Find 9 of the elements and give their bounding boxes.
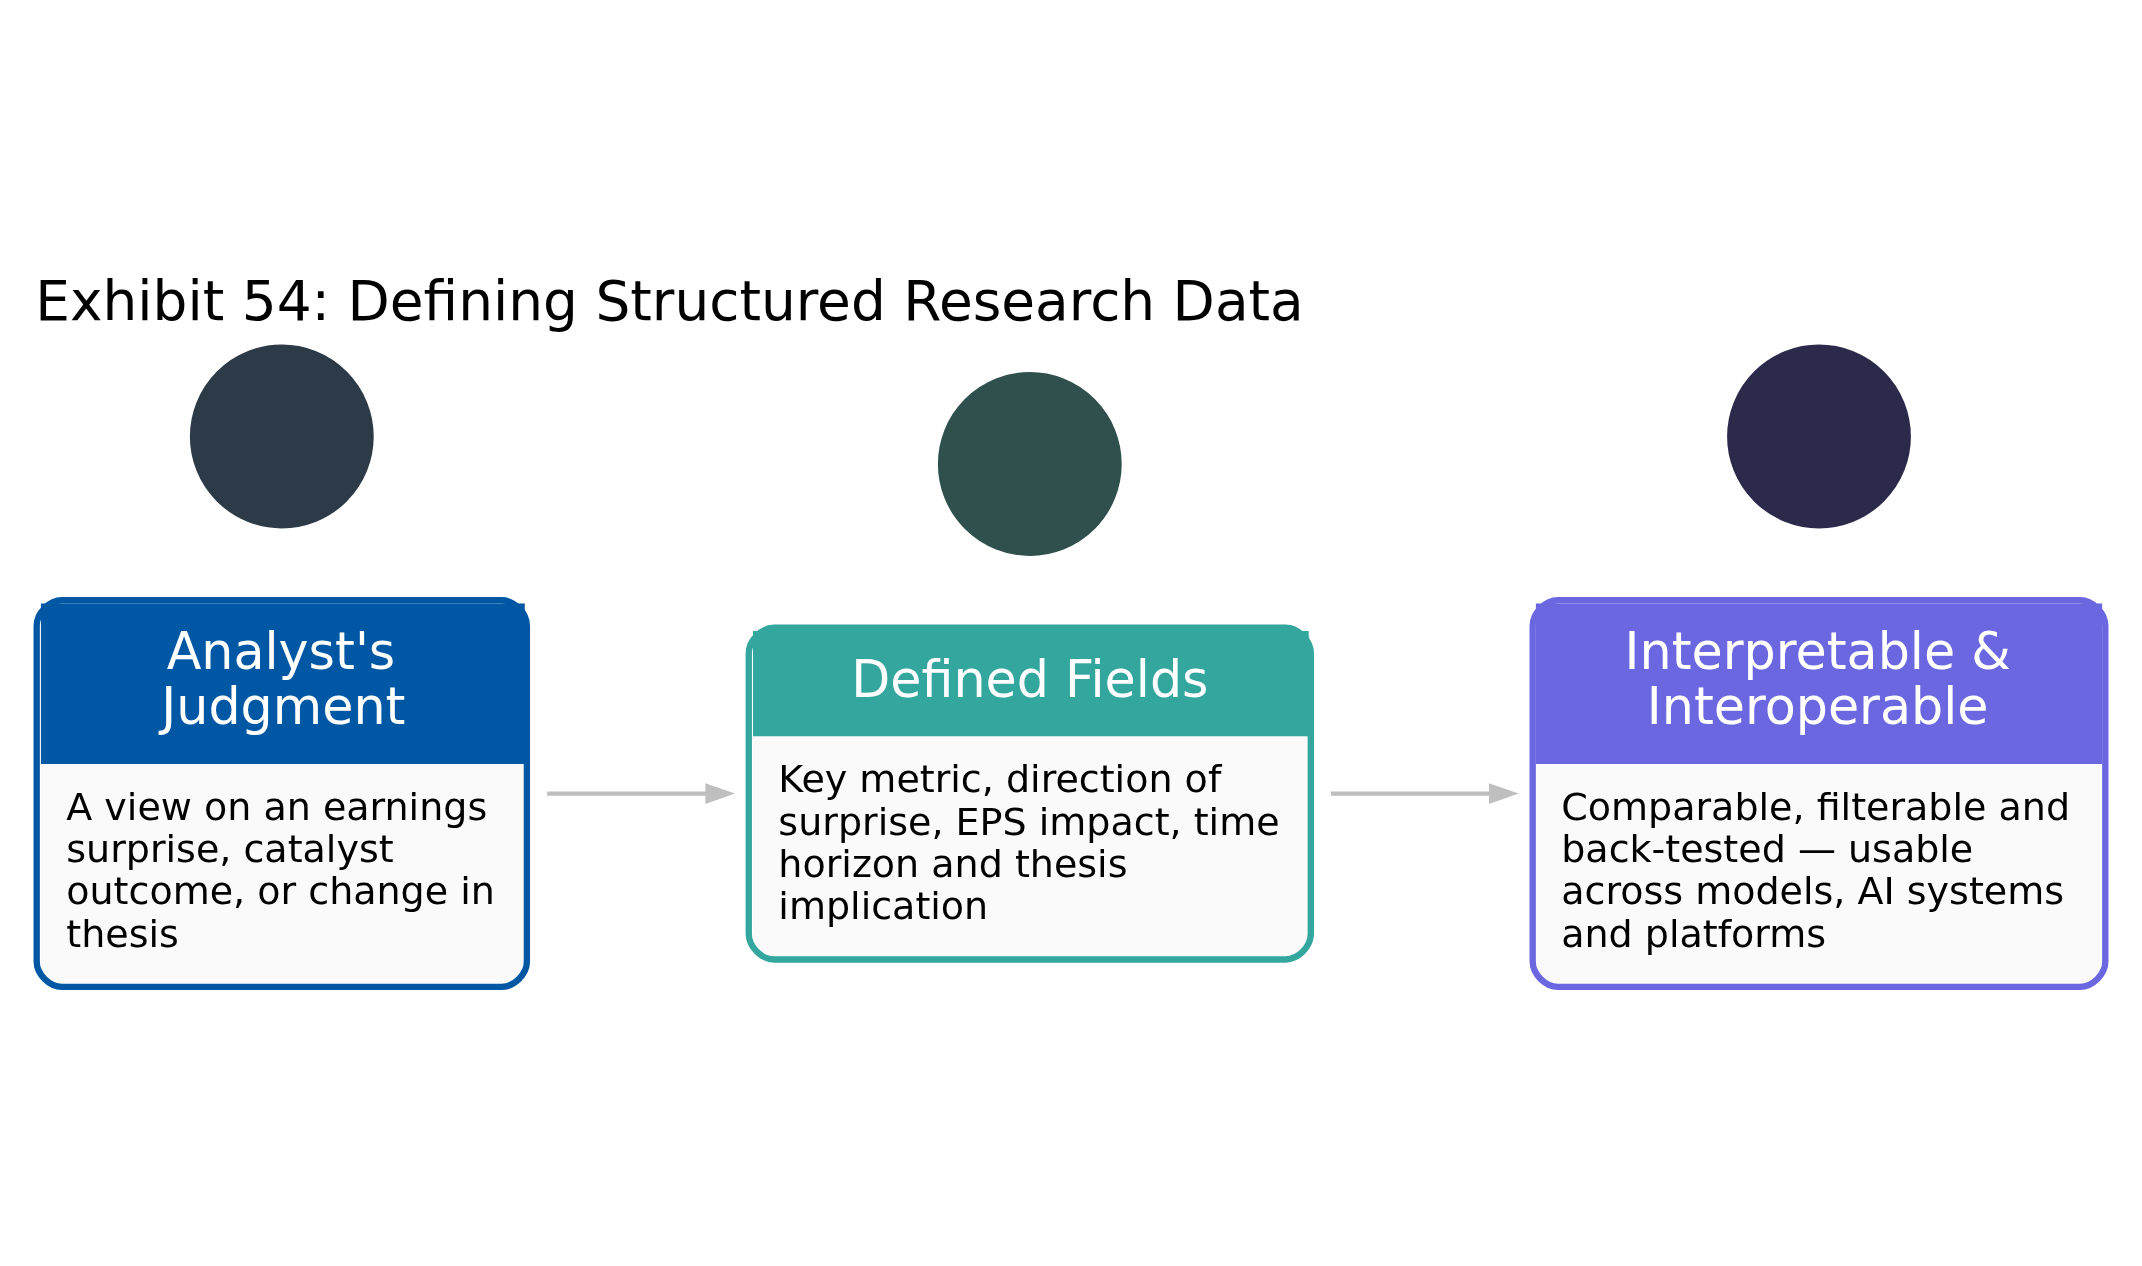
node-box: Analyst's Judgment A view on an earnings surprise, catalyst outcome, or change in thesis xyxy=(33,597,531,991)
node-circle xyxy=(189,344,374,529)
node-circle xyxy=(1727,344,1911,529)
node-circle xyxy=(937,372,1122,556)
node-box: Defined Fields Key metric, direction of surprise, EPS impact, time horizon and thesis implication xyxy=(745,624,1314,963)
arrow xyxy=(1330,783,1519,804)
node-box: Interpretable & Interoperable Comparable, filterable and back-tested — usable across models, AI systems and platforms xyxy=(1529,597,2109,991)
diagram-title: Exhibit 54: Defining Structured Research Data xyxy=(35,268,1304,333)
arrow xyxy=(547,783,735,804)
